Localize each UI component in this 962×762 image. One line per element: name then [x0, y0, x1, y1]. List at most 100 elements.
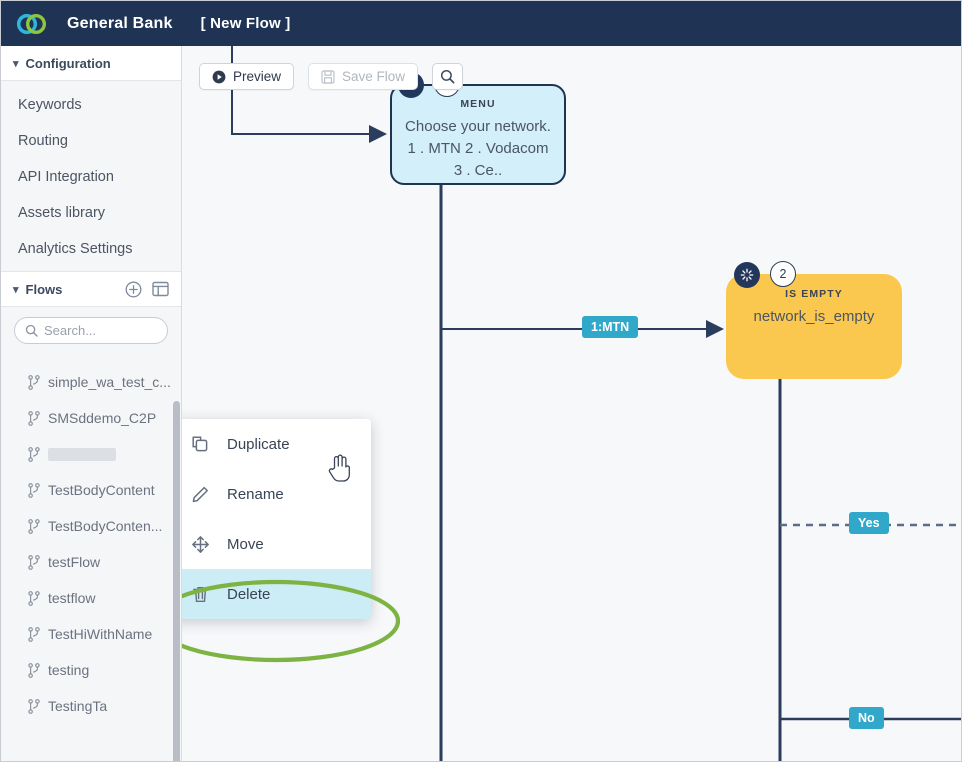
list-item-label: testing — [48, 662, 90, 678]
panel-layout-icon — [152, 281, 169, 297]
sidebar-item-label: Routing — [18, 133, 68, 149]
sidebar-section-configuration[interactable]: ▾ Configuration — [1, 46, 181, 81]
context-menu-item-move[interactable]: Move — [182, 519, 371, 569]
sidebar-scrollbar[interactable] — [173, 401, 180, 761]
branch-icon — [28, 698, 40, 714]
context-menu-item-label: Delete — [227, 585, 271, 603]
flow-node-menu[interactable]: 1 MENU Choose your network. 1 . MTN 2 . … — [390, 71, 566, 185]
list-item[interactable]: testing — [1, 652, 181, 688]
floppy-disk-icon — [321, 69, 335, 84]
save-flow-label: Save Flow — [342, 69, 406, 84]
list-item[interactable]: testFlow — [1, 544, 181, 580]
search-icon — [440, 69, 455, 84]
interlocking-rings-logo-icon — [16, 13, 47, 34]
edge-label-yes[interactable]: Yes — [849, 512, 889, 534]
list-item-label: simple_wa_test_c... — [48, 374, 171, 390]
context-menu: Duplicate Rename Move — [182, 419, 371, 619]
list-item-label: SMSddemo_C2P — [48, 410, 157, 426]
sidebar-item-api-integration[interactable]: API Integration — [1, 159, 181, 195]
sidebar-item-keywords[interactable]: Keywords — [1, 87, 181, 123]
sidebar-item-label: API Integration — [18, 169, 114, 185]
preview-button[interactable]: Preview — [199, 63, 295, 90]
branch-icon — [28, 662, 40, 678]
list-item-label: TestBodyConten... — [48, 518, 163, 534]
branch-icon — [28, 446, 40, 462]
flow-title: [ New Flow ] — [200, 15, 291, 32]
add-flow-button[interactable] — [125, 281, 142, 298]
flow-connectors — [231, 46, 961, 761]
configuration-label: Configuration — [25, 55, 111, 71]
edge-label-mtn[interactable]: 1:MTN — [582, 316, 639, 338]
flows-label: Flows — [25, 281, 63, 297]
search-icon — [25, 324, 38, 337]
redacted-flow-name — [48, 447, 116, 461]
context-menu-item-label: Move — [227, 535, 264, 553]
canvas-search-button[interactable] — [432, 63, 464, 90]
branch-icon — [28, 410, 40, 426]
sidebar-item-label: Keywords — [18, 97, 82, 113]
menu-node-shape — [390, 84, 566, 185]
branch-icon — [28, 482, 40, 498]
search-input[interactable] — [44, 323, 157, 338]
sidebar-section-flows[interactable]: ▾ Flows — [1, 271, 181, 307]
list-item-label: TestBodyContent — [48, 482, 155, 498]
canvas-toolbar: Preview Save Flow — [199, 63, 464, 90]
flows-layout-button[interactable] — [152, 281, 169, 297]
sidebar-item-routing[interactable]: Routing — [1, 123, 181, 159]
top-bar: General Bank [ New Flow ] — [1, 1, 961, 46]
list-item-label: TestingTa — [48, 698, 108, 714]
trash-icon — [193, 586, 208, 602]
chevron-down-icon: ▾ — [13, 283, 19, 296]
list-item[interactable]: TestBodyContent — [1, 472, 181, 508]
list-item[interactable]: TestHiWithName — [1, 616, 181, 652]
branch-icon — [28, 590, 40, 606]
list-item-label: testflow — [48, 590, 96, 606]
edge-label-no[interactable]: No — [849, 707, 884, 729]
flows-search-wrapper — [1, 307, 181, 352]
list-item[interactable]: testflow — [1, 580, 181, 616]
chevron-down-icon: ▾ — [13, 57, 19, 70]
list-item[interactable]: SMSddemo_C2P — [1, 400, 181, 436]
list-item[interactable] — [1, 436, 181, 472]
flow-list: simple_wa_test_c... SMSddemo_C2P — [1, 352, 181, 724]
context-menu-item-label: Duplicate — [227, 435, 290, 453]
flow-node-is-empty[interactable]: 2 IS EMPTY network_is_empty — [726, 261, 902, 379]
configuration-nav-list: Keywords Routing API Integration Assets … — [1, 81, 181, 271]
list-item[interactable]: TestingTa — [1, 688, 181, 724]
move-arrows-icon — [192, 535, 209, 553]
sidebar-item-label: Assets library — [18, 205, 106, 221]
node-text: network_is_empty — [753, 308, 875, 325]
branch-icon — [28, 518, 40, 534]
search-box[interactable] — [14, 317, 168, 344]
sidebar-item-assets-library[interactable]: Assets library — [1, 195, 181, 231]
list-item[interactable]: TestBodyConten... — [1, 508, 181, 544]
context-menu-item-duplicate[interactable]: Duplicate — [182, 419, 371, 469]
brand-name: General Bank — [67, 14, 173, 32]
node-kind-label: MENU — [460, 98, 496, 110]
pencil-icon — [192, 486, 208, 502]
context-menu-item-label: Rename — [227, 485, 284, 503]
list-item-label: TestHiWithName — [48, 626, 153, 642]
burst-icon — [734, 262, 760, 288]
app-logo[interactable] — [1, 1, 63, 46]
context-menu-item-delete[interactable]: Delete — [182, 569, 371, 619]
is-empty-node-shape — [726, 274, 902, 379]
sidebar: ▾ Configuration Keywords Routing API Int… — [1, 46, 182, 761]
branch-icon — [28, 626, 40, 642]
branch-icon — [28, 554, 40, 570]
list-item[interactable]: simple_wa_test_c... — [1, 364, 181, 400]
sidebar-item-analytics-settings[interactable]: Analytics Settings — [1, 231, 181, 267]
sidebar-item-label: Analytics Settings — [18, 241, 133, 257]
node-text: Choose your network. 1 . MTN 2 . Vodacom… — [405, 118, 551, 179]
edge-into-menu — [231, 46, 387, 143]
plus-circle-icon — [125, 281, 142, 297]
context-menu-item-rename[interactable]: Rename — [182, 469, 371, 519]
branch-icon — [28, 374, 40, 390]
flow-canvas[interactable]: Preview Save Flow — [182, 46, 961, 761]
node-kind-label: IS EMPTY — [785, 288, 843, 300]
node-badge: 2 — [770, 261, 796, 287]
copy-icon — [192, 435, 208, 451]
save-flow-button[interactable]: Save Flow — [308, 63, 419, 90]
preview-label: Preview — [233, 69, 282, 84]
